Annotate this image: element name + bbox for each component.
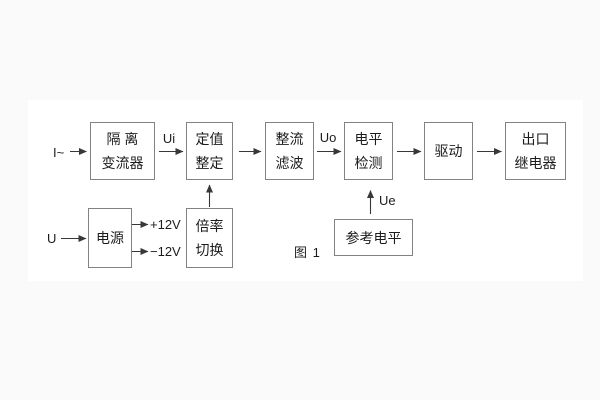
block-isolation-transformer: 隔 离 变流器: [90, 122, 155, 180]
figure-caption: 图 1: [294, 245, 321, 260]
block-level-detect: 电平 检测: [344, 122, 393, 180]
label-input-current: I~: [53, 145, 65, 160]
block-label: 整定: [195, 155, 224, 171]
block-label: 变流器: [101, 155, 144, 171]
label-neg-12v: −12V: [150, 244, 181, 259]
block-label: 滤波: [275, 155, 304, 171]
block-label: 隔 离: [106, 131, 139, 147]
label-input-voltage: U: [47, 231, 57, 246]
signal-label-ui: Ui: [162, 131, 176, 146]
block-label: 电源: [96, 230, 124, 246]
block-label: 定值: [195, 131, 224, 147]
block-ratio-switch: 倍率 切换: [186, 208, 233, 268]
block-setting-adjust: 定值 整定: [186, 122, 233, 180]
block-label: 整流: [275, 131, 304, 147]
block-label: 检测: [354, 155, 383, 171]
block-label: 倍率: [195, 217, 224, 234]
block-label: 继电器: [514, 155, 557, 171]
block-drive: 驱动: [424, 122, 473, 180]
signal-label-ue: Ue: [379, 193, 396, 208]
signal-label-uo: Uo: [319, 130, 337, 145]
block-output-relay: 出口 继电器: [505, 122, 566, 180]
block-label: 驱动: [434, 143, 463, 159]
block-label: 出口: [521, 131, 550, 147]
block-power-supply: 电源: [88, 208, 132, 268]
block-rectify-filter: 整流 滤波: [265, 122, 314, 180]
block-reference-level: 参考电平: [334, 219, 413, 256]
block-label: 切换: [195, 242, 224, 259]
label-pos-12v: +12V: [150, 217, 181, 232]
block-label: 参考电平: [345, 229, 402, 246]
block-label: 电平: [354, 131, 383, 147]
